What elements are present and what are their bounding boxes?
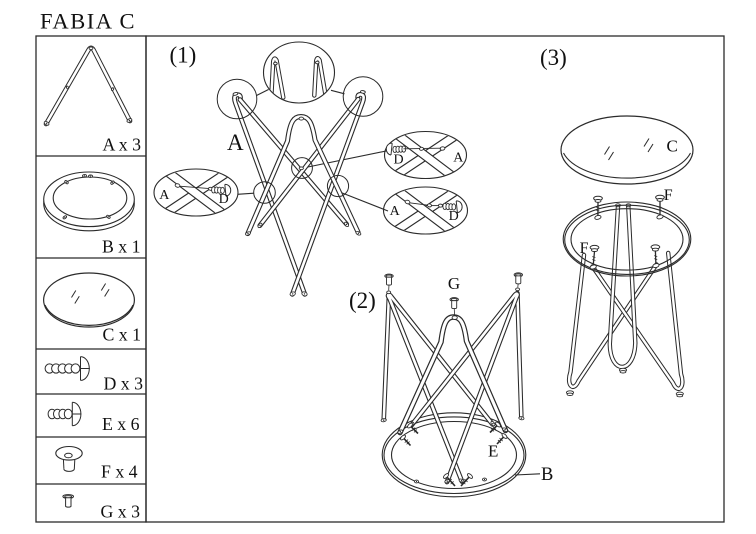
svg-text:A: A (453, 151, 464, 166)
svg-text:D: D (394, 152, 404, 167)
svg-text:B x 1: B x 1 (102, 236, 141, 256)
svg-text:(2): (2) (349, 288, 376, 313)
svg-text:F: F (664, 187, 673, 204)
svg-text:C x 1: C x 1 (103, 325, 142, 345)
svg-text:(1): (1) (170, 43, 197, 68)
svg-text:D x 3: D x 3 (104, 374, 144, 394)
svg-text:A: A (159, 188, 170, 203)
svg-text:A: A (390, 204, 401, 219)
svg-text:G: G (448, 274, 460, 293)
svg-text:A: A (227, 130, 244, 155)
svg-text:E x 6: E x 6 (102, 414, 140, 434)
svg-text:F x 4: F x 4 (101, 462, 138, 482)
svg-text:E: E (488, 442, 498, 461)
svg-text:(3): (3) (540, 45, 567, 70)
svg-text:C: C (667, 137, 678, 156)
svg-text:G x 3: G x 3 (101, 502, 141, 522)
svg-text:B: B (541, 465, 553, 485)
svg-text:FABIA C: FABIA C (40, 9, 136, 34)
svg-text:A x 3: A x 3 (103, 134, 142, 154)
svg-text:F: F (580, 240, 589, 257)
svg-text:D: D (219, 192, 229, 207)
svg-text:D: D (449, 209, 459, 224)
